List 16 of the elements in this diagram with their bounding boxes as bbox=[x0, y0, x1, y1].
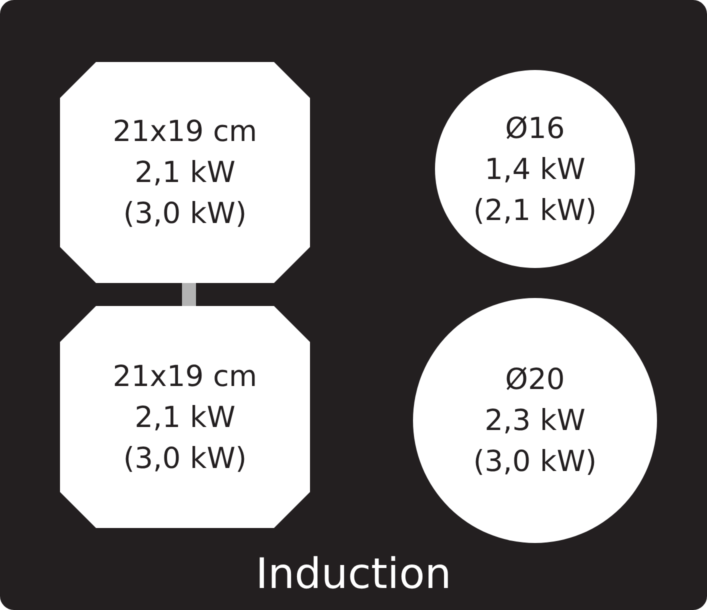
zone-power-label: 2,3 kW bbox=[484, 402, 586, 439]
zone-boost-power-label: (3,0 kW) bbox=[473, 443, 597, 480]
zone-size-label: 21x19 cm bbox=[112, 358, 258, 394]
zone-size-label: Ø16 bbox=[505, 110, 565, 146]
zone-size-label: 21x19 cm bbox=[112, 113, 258, 150]
zone-power-label: 1,4 kW bbox=[484, 150, 586, 188]
zone-boost-power-label: (3,0 kW) bbox=[123, 440, 247, 476]
rectangular-cooking-zone bbox=[60, 306, 310, 528]
hob-type-label: Induction bbox=[256, 548, 452, 600]
zone-bridge-connector bbox=[182, 283, 196, 306]
zone-power-label: 2,1 kW bbox=[134, 154, 236, 191]
zone-boost-power-label: (3,0 kW) bbox=[123, 195, 247, 232]
zone-boost-power-label: (2,1 kW) bbox=[473, 192, 597, 228]
zone-power-label: 2,1 kW bbox=[134, 398, 236, 436]
zone-size-label: Ø20 bbox=[505, 361, 565, 398]
rectangular-cooking-zone bbox=[60, 62, 310, 283]
